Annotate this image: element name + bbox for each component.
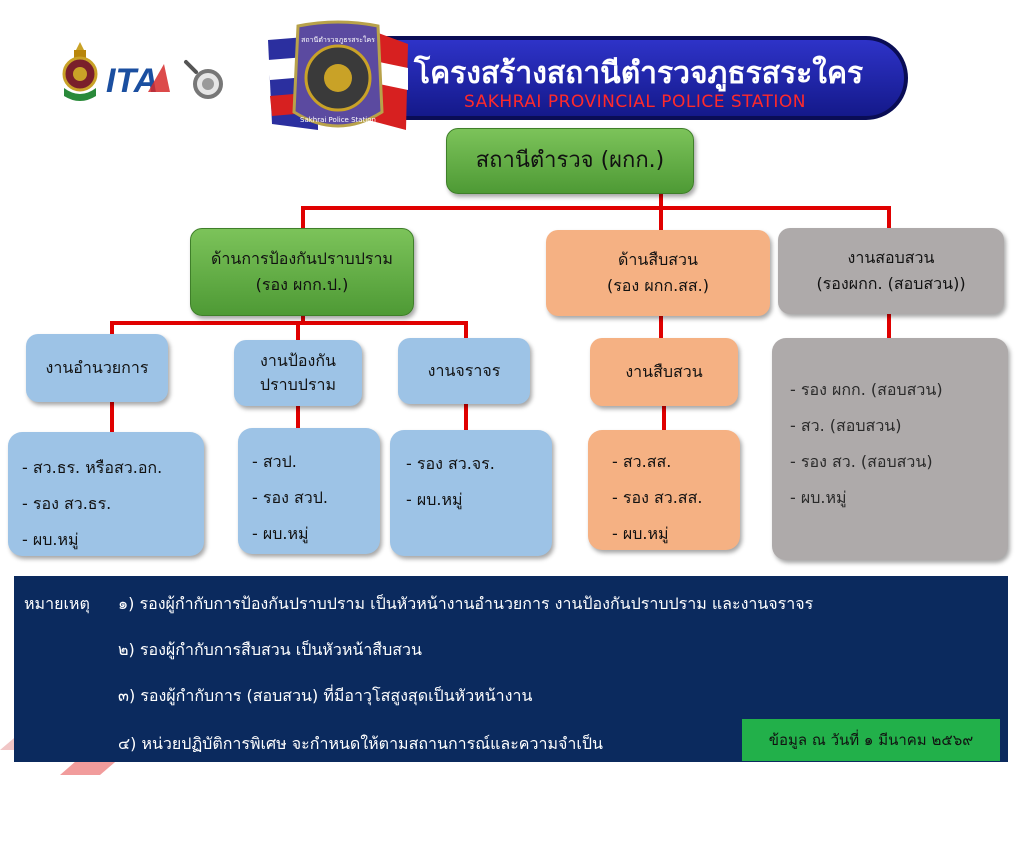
list-item: - รอง สว. (สอบสวน) — [790, 452, 933, 471]
connector-to-prevention-unit — [296, 321, 300, 341]
unit-admin-label: งานอำนวยการ — [45, 358, 149, 378]
as-of-date: ข้อมูล ณ วันที่ ๑ มีนาคม ๒๕๖๙ — [768, 731, 974, 749]
branch-investigation-head: (รอง ผกก.สส.) — [606, 276, 710, 295]
branch-inquiry-title: งานสอบสวน — [847, 248, 935, 268]
list-item: - รอง สว.สส. — [612, 488, 703, 507]
list-item: - สวป. — [252, 452, 297, 471]
connector-to-traffic — [464, 321, 468, 341]
list-item: - ผบ.หมู่ — [252, 524, 309, 543]
list-item: - รอง สวป. — [252, 488, 328, 507]
unit-investigation-label: งานสืบสวน — [625, 362, 703, 382]
badge-bottom-text: Sakhrai Police Station — [300, 116, 376, 124]
list-traffic: - รอง สว.จร. - ผบ.หมู่ — [390, 430, 552, 556]
connector-to-inquiry — [887, 206, 891, 230]
list-item: - รอง สว.จร. — [406, 454, 495, 473]
title-banner: โครงสร้างสถานีตำรวจภูธรสระใคร SAKHRAI PR… — [360, 36, 908, 120]
list-item: - ผบ.หมู่ — [790, 488, 847, 507]
ita-logo-icon: ITA — [104, 58, 176, 100]
connector-prevention-list — [296, 406, 300, 432]
notes-label: หมายเหตุ — [24, 594, 90, 613]
note-item: ๑) รองผู้กำกับการป้องกันปราบปราม เป็นหัว… — [118, 594, 814, 613]
badge-top-text: สถานีตำรวจภูธรสระใคร — [301, 35, 375, 44]
unit-prevention-line1: งานป้องกัน — [260, 351, 336, 370]
list-prevention: - สวป. - รอง สวป. - ผบ.หมู่ — [238, 428, 380, 554]
as-of-date-badge: ข้อมูล ณ วันที่ ๑ มีนาคม ๒๕๖๙ — [742, 719, 1000, 761]
list-item: - สว.ธร. หรือสว.อก. — [22, 458, 163, 477]
connector-root-down — [659, 192, 663, 208]
list-item: - รอง สว.ธร. — [22, 494, 112, 513]
branch-prevention-head: (รอง ผกก.ป.) — [255, 275, 349, 294]
unit-admin: งานอำนวยการ — [26, 334, 168, 402]
connector-investigation-down — [659, 314, 663, 340]
branch-inquiry: งานสอบสวน (รองผกก. (สอบสวน)) — [778, 228, 1004, 314]
page-subtitle: SAKHRAI PROVINCIAL POLICE STATION — [464, 92, 807, 112]
connector-to-prevention — [301, 206, 305, 230]
connector-admin-list — [110, 402, 114, 434]
page-title: โครงสร้างสถานีตำรวจภูธรสระใคร — [414, 56, 864, 91]
connector-inquiry-down — [887, 312, 891, 340]
list-admin: - สว.ธร. หรือสว.อก. - รอง สว.ธร. - ผบ.หม… — [8, 432, 204, 556]
list-item: - ผบ.หมู่ — [406, 490, 463, 509]
connector-investigation-list — [662, 406, 666, 432]
root-node: สถานีตำรวจ (ผกก.) — [446, 128, 694, 194]
unit-prevention: งานป้องกัน ปราบปราม — [234, 340, 362, 406]
branch-prevention: ด้านการป้องกันปราบปราม (รอง ผกก.ป.) — [190, 228, 414, 316]
connector-units-bar — [110, 321, 468, 325]
list-item: - ผบ.หมู่ — [612, 524, 669, 543]
branch-inquiry-head: (รองผกก. (สอบสวน)) — [816, 274, 966, 293]
list-investigation: - สว.สส. - รอง สว.สส. - ผบ.หมู่ — [588, 430, 740, 550]
magnifier-icon — [180, 56, 226, 102]
unit-traffic-label: งานจราจร — [427, 361, 501, 381]
connector-to-investigation — [659, 206, 663, 232]
branch-prevention-title: ด้านการป้องกันปราบปราม — [211, 249, 393, 269]
connector-prevention-down — [301, 314, 305, 324]
note-item: ๔) หน่วยปฏิบัติการพิเศษ จะกำหนดให้ตามสถา… — [118, 734, 603, 753]
ita-logo-text: ITA — [106, 62, 158, 98]
note-item: ๓) รองผู้กำกับการ (สอบสวน) ที่มีอาวุโสสู… — [118, 686, 533, 705]
list-item: - รอง ผกก. (สอบสวน) — [790, 380, 943, 399]
list-inquiry: - รอง ผกก. (สอบสวน) - สว. (สอบสวน) - รอง… — [772, 338, 1008, 560]
unit-prevention-line2: ปราบปราม — [259, 375, 337, 394]
list-item: - สว.สส. — [612, 452, 672, 471]
branch-investigation-title: ด้านสืบสวน — [618, 250, 698, 270]
police-emblem-icon — [60, 40, 100, 104]
list-item: - สว. (สอบสวน) — [790, 416, 902, 435]
police-badge-icon: สถานีตำรวจภูธรสระใคร Sakhrai Police Stat… — [258, 20, 418, 136]
connector-to-admin — [110, 321, 114, 335]
connector-traffic-list — [464, 404, 468, 432]
unit-investigation: งานสืบสวน — [590, 338, 738, 406]
unit-traffic: งานจราจร — [398, 338, 530, 404]
root-label: สถานีตำรวจ (ผกก.) — [475, 148, 665, 174]
connector-top-bar — [301, 206, 891, 210]
note-item: ๒) รองผู้กำกับการสืบสวน เป็นหัวหน้าสืบสว… — [118, 640, 422, 659]
branch-investigation: ด้านสืบสวน (รอง ผกก.สส.) — [546, 230, 770, 316]
list-item: - ผบ.หมู่ — [22, 530, 79, 549]
